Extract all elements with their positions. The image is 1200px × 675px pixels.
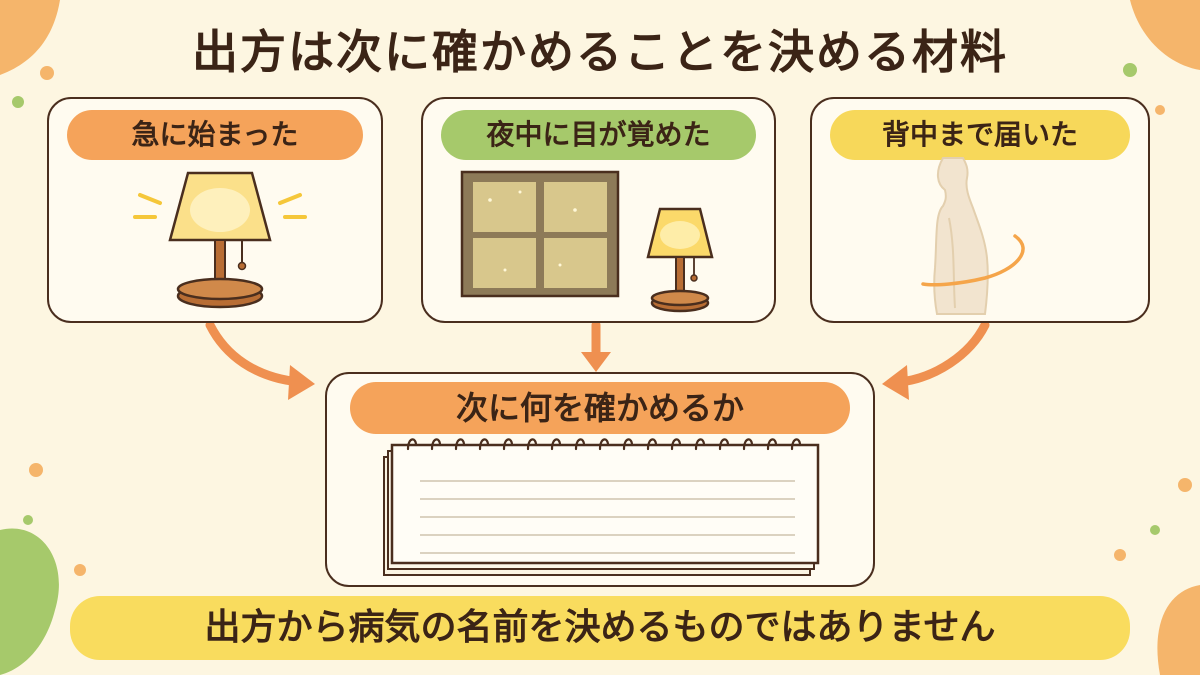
corner-blob-top-left xyxy=(0,0,60,75)
bedside-lamp-icon xyxy=(646,207,714,313)
dot xyxy=(1155,105,1165,115)
dot xyxy=(1123,63,1137,77)
corner-blob-bottom-left xyxy=(0,528,59,675)
arrowhead-left xyxy=(288,365,315,400)
dot xyxy=(23,515,33,525)
dot xyxy=(1114,549,1126,561)
corner-blob-top-right xyxy=(1130,0,1200,70)
dot xyxy=(40,66,54,80)
notepad-icon xyxy=(383,438,820,576)
dot xyxy=(29,463,43,477)
card-label-sudden-onset: 急に始まった xyxy=(67,110,363,160)
bottom-note-banner: 出方から病気の名前を決めるものではありません xyxy=(70,596,1130,660)
card-label-reached-back: 背中まで届いた xyxy=(830,110,1130,160)
arrowhead-right xyxy=(882,365,909,400)
table-lamp-icon xyxy=(133,171,307,309)
dot xyxy=(12,96,24,108)
arrowhead-middle xyxy=(581,352,611,372)
dot xyxy=(1178,478,1192,492)
arrow-right-to-center xyxy=(895,320,990,387)
arrow-left-to-center xyxy=(205,320,305,387)
card-label-woke-at-night: 夜中に目が覚めた xyxy=(441,110,756,160)
dot xyxy=(1150,525,1160,535)
page-title: 出方は次に確かめることを決める材料 xyxy=(192,25,1008,79)
dot xyxy=(74,564,86,576)
center-card-label: 次に何を確かめるか xyxy=(350,382,850,434)
back-silhouette-icon xyxy=(921,157,1025,315)
corner-blob-bottom-right xyxy=(1157,585,1200,675)
night-window-icon xyxy=(460,170,620,298)
